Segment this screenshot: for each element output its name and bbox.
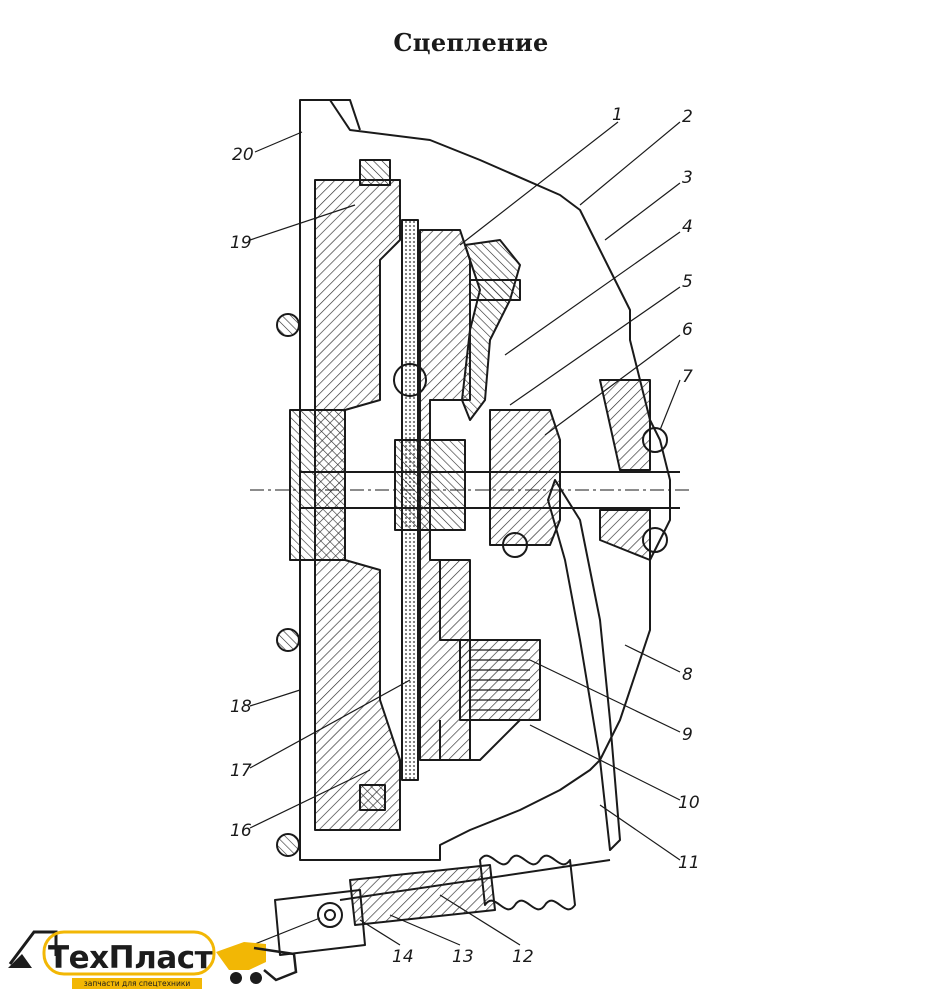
callout-13: 13 [452, 947, 474, 967]
flange-bolt [276, 833, 300, 857]
callout-11: 11 [678, 853, 700, 873]
flange-bolt [276, 628, 300, 652]
rubber-boot [479, 854, 576, 911]
release-fork [547, 479, 621, 851]
logo-tagline: запчасти для спецтехники [72, 978, 202, 989]
callout-10: 10 [678, 793, 700, 813]
crankshaft-flange [289, 409, 346, 561]
spring [470, 649, 530, 711]
callout-3: 3 [682, 168, 693, 188]
excavator-icon [8, 930, 298, 984]
callout-16: 16 [230, 821, 252, 841]
callout-12: 12 [512, 947, 534, 967]
cylinder [349, 864, 496, 926]
callout-20: 20 [232, 145, 254, 165]
callout-18: 18 [230, 697, 252, 717]
flange-bolt [276, 313, 300, 337]
callout-14: 14 [392, 947, 414, 967]
callout-6: 6 [682, 320, 693, 340]
callout-8: 8 [682, 665, 693, 685]
release-bearing [489, 409, 561, 546]
callout-1: 1 [612, 105, 623, 125]
brand-logo: ТехПласт запчасти для спецтехники [4, 924, 304, 996]
bearing-housing [599, 379, 651, 561]
callout-7: 7 [682, 367, 693, 387]
callout-9: 9 [682, 725, 693, 745]
clutch-housing [299, 99, 671, 861]
logo-name: ТехПласт [48, 940, 213, 976]
disc-hub [394, 439, 466, 531]
callout-19: 19 [230, 233, 252, 253]
mechanism-drawing [239, 99, 690, 956]
clevis [274, 889, 366, 956]
callout-4: 4 [682, 217, 693, 237]
callout-5: 5 [682, 272, 693, 292]
lever-bolt [469, 279, 521, 301]
callout-17: 17 [230, 761, 252, 781]
callout-2: 2 [682, 107, 693, 127]
page-title: Сцепление [393, 28, 549, 57]
callout-labels: 1 2 3 4 5 6 7 8 9 10 11 12 13 14 15 16 1… [230, 105, 700, 967]
